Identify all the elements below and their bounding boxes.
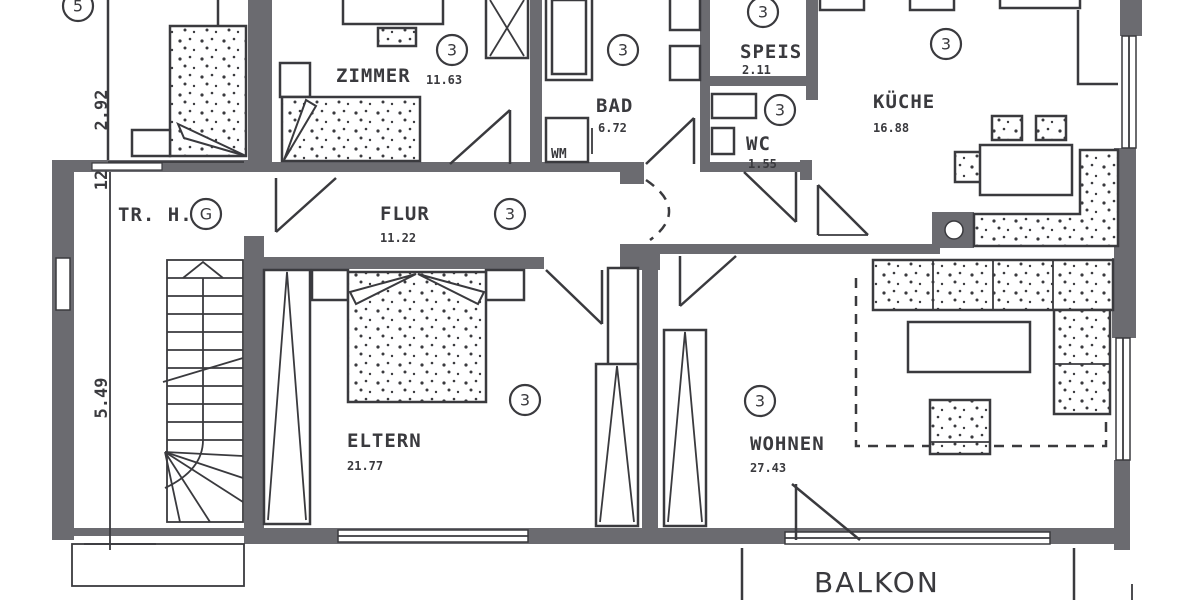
room-area-wc: 1.55 <box>748 157 777 171</box>
dimension-middle: 12 <box>92 170 112 190</box>
marker-kueche: 3 <box>941 35 951 54</box>
room-area-bad: 6.72 <box>598 121 627 135</box>
room-label-treppenhaus: TR. H. <box>118 204 193 226</box>
room-kueche: 3 KÜCHE 16.88 <box>816 10 1120 248</box>
marker-wohnen: 3 <box>755 392 765 411</box>
room-label-balkon: BALKON <box>814 566 940 599</box>
sofa <box>871 258 1115 416</box>
marker-wc: 3 <box>775 101 785 120</box>
marker-flur: 3 <box>505 205 515 224</box>
room-label-zimmer: ZIMMER <box>336 65 411 87</box>
room-label-eltern: ELTERN <box>347 430 422 452</box>
marker-bad: 3 <box>618 41 628 60</box>
room-speis: 3 SPEIS 2.11 <box>740 0 1082 77</box>
windows <box>55 35 1137 545</box>
marker-zimmer: 3 <box>447 41 457 60</box>
room-label-kueche: KÜCHE <box>873 89 935 113</box>
room-treppenhaus: TR. H. G <box>71 172 245 587</box>
marker-top-left: 5 <box>73 0 83 16</box>
room-zimmer: 3 ZIMMER 11.63 <box>278 0 530 165</box>
room-area-eltern: 21.77 <box>347 459 383 473</box>
marker-treppenhaus: G <box>200 205 212 224</box>
room-wc: 3 WC 1.55 <box>710 92 798 223</box>
room-balkon: BALKON <box>740 548 1133 600</box>
fixture-washing-machine: WM <box>551 147 567 162</box>
room-label-wc: WC <box>746 133 771 155</box>
dimension-bottom: 5.49 <box>92 378 112 419</box>
room-label-bad: BAD <box>596 95 633 117</box>
staircase <box>162 259 244 523</box>
room-eltern: 3 ELTERN 21.77 <box>262 266 640 528</box>
room-area-zimmer: 11.63 <box>426 73 462 87</box>
room-area-speis: 2.11 <box>742 63 771 77</box>
dimensions: 2.92 12 5.49 <box>92 90 112 419</box>
room-bad: WM 3 BAD 6.72 <box>544 0 702 165</box>
room-flur: 3 FLUR 11.22 <box>274 177 671 245</box>
top-left-room: 5 <box>61 0 248 163</box>
room-area-flur: 11.22 <box>380 231 416 245</box>
marker-speis: 3 <box>758 3 768 22</box>
room-label-flur: FLUR <box>380 203 430 225</box>
room-wohnen: 3 WOHNEN 27.43 <box>662 255 1115 541</box>
room-area-kueche: 16.88 <box>873 121 909 135</box>
room-area-wohnen: 27.43 <box>750 461 786 475</box>
room-label-wohnen: WOHNEN <box>750 433 825 455</box>
marker-eltern: 3 <box>520 391 530 410</box>
room-label-speis: SPEIS <box>740 41 802 63</box>
dimension-top: 2.92 <box>92 90 112 131</box>
